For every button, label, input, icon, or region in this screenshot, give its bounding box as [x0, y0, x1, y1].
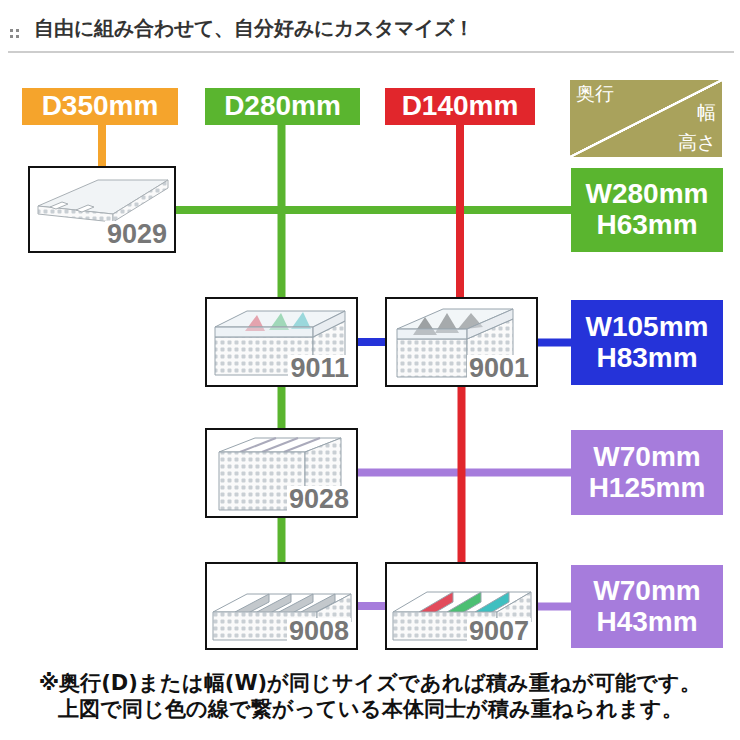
item — [413, 317, 437, 335]
item — [457, 313, 483, 330]
size-header: W70mm H43mm — [571, 565, 723, 648]
grip-dot — [10, 35, 13, 38]
tray-notch — [76, 205, 94, 212]
size-label: D140mm — [402, 91, 519, 122]
item — [435, 313, 459, 333]
connector-line — [358, 338, 385, 346]
connector-line — [278, 125, 286, 297]
size-header: W70mm H125mm — [571, 430, 723, 515]
divider — [240, 438, 276, 452]
divider — [257, 594, 291, 620]
product-box: 9007 — [385, 562, 538, 650]
axis-label: 幅 — [697, 102, 716, 124]
divider — [279, 594, 313, 620]
axis-label: 高さ — [678, 132, 716, 154]
lid-side — [467, 309, 513, 339]
size-label: W280mm H63mm — [577, 179, 717, 241]
lid-front — [397, 329, 467, 339]
size-header: W280mm H63mm — [571, 168, 723, 252]
size-label: D280mm — [224, 91, 341, 122]
model-number: 9008 — [287, 618, 351, 645]
footnote-caption: ※奥行(D)または幅(W)が同じサイズであれば積み重ねが可能です。 上図で同じ色… — [5, 670, 735, 722]
size-header: D280mm — [205, 88, 360, 125]
lid-top — [215, 311, 345, 327]
size-header: D140mm — [385, 88, 535, 125]
divider — [419, 592, 453, 622]
box-top — [219, 438, 341, 452]
connector-line — [538, 339, 571, 347]
size-header: W105mm H83mm — [571, 300, 723, 385]
divider — [284, 438, 320, 452]
size-label: W70mm H43mm — [577, 576, 717, 638]
product-box: 9028 — [205, 428, 358, 518]
box-front — [397, 339, 467, 377]
model-number: 9029 — [105, 221, 169, 248]
size-label: W70mm H125mm — [577, 442, 717, 504]
tray-illustration — [38, 180, 168, 222]
divider — [245, 315, 265, 331]
key-box: 奥行幅高さ — [570, 80, 722, 157]
product-box: 9008 — [205, 562, 358, 650]
tray-rim — [113, 180, 168, 222]
grip-dot — [16, 29, 19, 32]
tray-notch — [50, 202, 68, 209]
connector-line — [278, 518, 286, 562]
connector-line — [456, 125, 464, 297]
divider — [235, 594, 269, 620]
divider — [291, 312, 311, 329]
divider — [262, 438, 298, 452]
lid-front — [215, 327, 313, 337]
size-label: D350mm — [42, 91, 159, 122]
lid-top — [397, 309, 513, 329]
divider — [269, 313, 289, 330]
box-top — [393, 592, 531, 612]
product-box: 9001 — [385, 297, 538, 387]
tray-rim — [38, 206, 113, 222]
page-title: 自由に組み合わせて、自分好みにカスタマイズ！ — [34, 15, 474, 42]
grip-dot — [10, 29, 13, 32]
box-top — [213, 594, 351, 612]
lid-side — [313, 311, 345, 337]
connector-line — [358, 469, 571, 477]
connector-line — [98, 125, 106, 166]
product-box: 9029 — [28, 166, 176, 253]
title-rule — [8, 51, 734, 53]
grip-icon — [10, 29, 19, 38]
connector-line — [358, 602, 385, 610]
size-label: W105mm H83mm — [577, 312, 717, 374]
model-number: 9028 — [287, 486, 351, 513]
model-number: 9007 — [467, 618, 531, 645]
connector-line — [278, 387, 286, 428]
axis-label: 奥行 — [576, 83, 614, 105]
model-number: 9001 — [467, 355, 531, 382]
connector-line — [538, 603, 571, 611]
connector-line — [176, 206, 571, 214]
size-header: D350mm — [22, 88, 178, 125]
product-box: 9011 — [205, 297, 358, 387]
model-number: 9011 — [288, 355, 351, 382]
divider — [301, 594, 335, 620]
tray-top — [38, 180, 168, 214]
connector-line — [458, 387, 466, 562]
grip-dot — [16, 35, 19, 38]
